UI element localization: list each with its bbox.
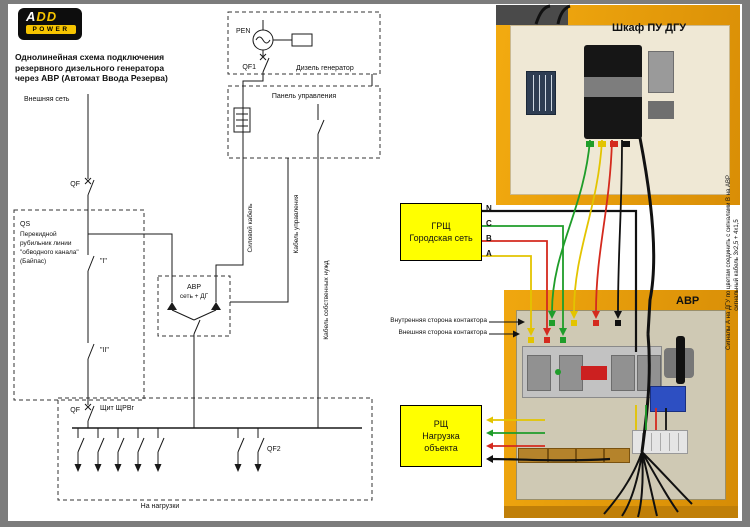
aux-device-small (648, 101, 674, 119)
controller-device (650, 386, 686, 412)
rsh-line-3: объекта (424, 443, 458, 453)
terminal-strip (632, 430, 688, 454)
rotary-handle (676, 336, 685, 384)
avr-inner-panel (516, 310, 726, 500)
cabinet-dark-corner (496, 5, 568, 25)
phase-label-a: A (486, 249, 492, 258)
terminal-green (586, 141, 594, 147)
diagram-title: Однолинейная схема подключения резервног… (15, 52, 250, 84)
terminal-block (526, 71, 556, 115)
main-breaker (584, 45, 642, 139)
logo-top-text: ADD (26, 10, 76, 24)
contactor-outer-side-label: Внешняя сторона контактора (398, 329, 487, 336)
avr-title: АВР (676, 295, 700, 307)
contactor-module (527, 355, 551, 391)
phase-label-c: C (486, 219, 492, 228)
grsh-line-1: ГРЩ (431, 221, 451, 231)
contactor-module (611, 355, 635, 391)
cabinet-title: Шкаф ПУ ДГУ (612, 22, 687, 34)
rsh-line-2: Нагрузка (422, 431, 460, 441)
terminal-yellow (598, 141, 606, 147)
breaker-band (584, 77, 642, 97)
signal-cable-note: Сигналы А на ДГУ по цветам соединить с с… (725, 174, 741, 350)
contactor-plate (522, 346, 662, 398)
note-line-2: сигнальный кабель 3х2,5 + 4х1,5 (734, 219, 740, 311)
logo-power-text: POWER (26, 25, 76, 34)
avr-photo: АВР (504, 290, 738, 518)
logo-letters-dd: DD (36, 9, 58, 24)
grsh-box: ГРЩ Городская сеть (400, 203, 482, 261)
contactor-red-element (581, 366, 607, 380)
phase-label-b: B (486, 234, 492, 243)
grsh-line-2: Городская сеть (409, 233, 473, 243)
logo-letter-a: A (26, 9, 37, 24)
terminal-black (622, 141, 630, 147)
title-line-3: через АВР (Автомат Ввода Резерва) (15, 73, 168, 83)
add-power-logo: ADD POWER (18, 8, 82, 40)
contactor-green-indicator (555, 369, 561, 375)
avr-bottom-frame (504, 506, 738, 518)
contactor-inner-side-label: Внутренняя сторона контактора (390, 317, 487, 324)
contactor-module (559, 355, 583, 391)
title-line-2: резервного дизельного генератора (15, 62, 165, 73)
note-line-1: Сигналы А на ДГУ по цветам соединить с с… (726, 174, 732, 350)
phase-label-n: N (486, 204, 492, 213)
title-line-1: Однолинейная схема подключения (15, 52, 165, 62)
aux-device (648, 51, 674, 93)
rsh-line-1: РЩ (433, 419, 449, 429)
terminal-red (610, 141, 618, 147)
copper-busbar (518, 448, 630, 463)
rsh-box: РЩ Нагрузка объекта (400, 405, 482, 467)
cabinet-photo-pu-dgu (496, 5, 740, 205)
